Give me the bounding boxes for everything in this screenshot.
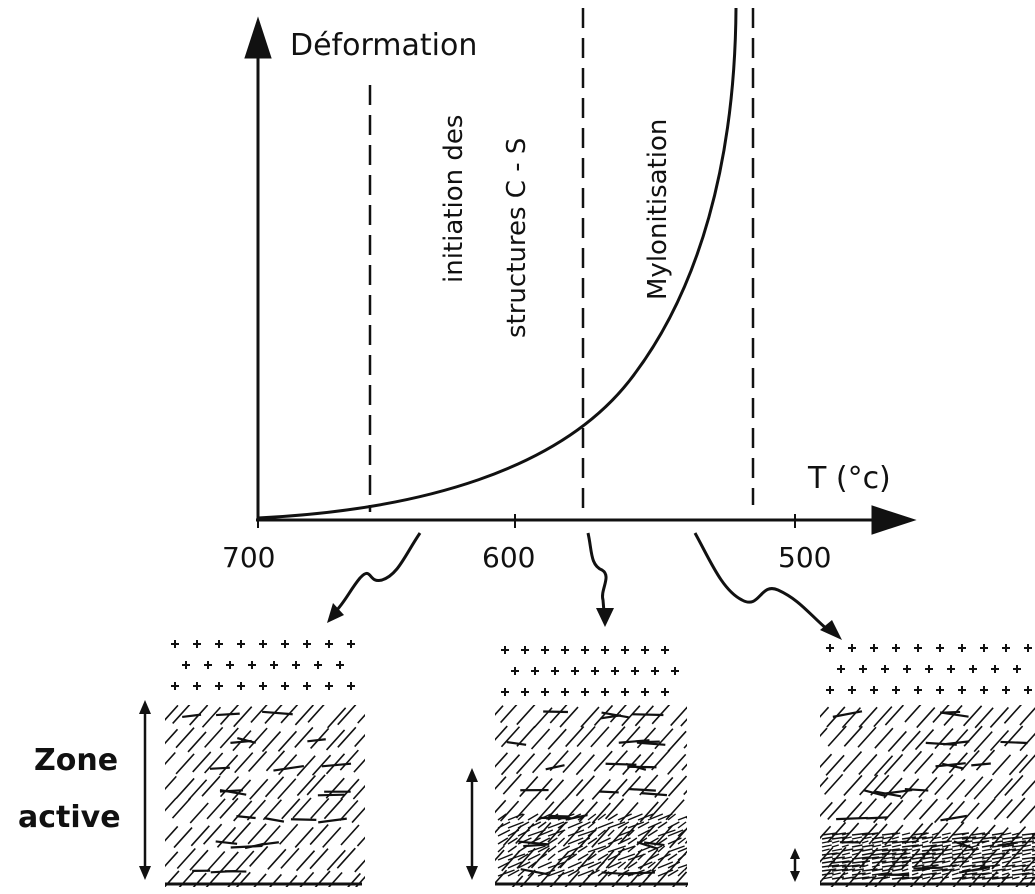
- granite-crosses: [501, 646, 679, 696]
- zone-label-mylonitisation: Mylonitisation: [643, 119, 673, 300]
- x-tick-label-600: 600: [482, 541, 535, 574]
- thickness-arrow-panel-3-bottom: [790, 871, 800, 882]
- x-tick-label-500: 500: [778, 541, 831, 574]
- y-axis-label: Déformation: [290, 28, 477, 63]
- arrow-to-panel-1: [335, 533, 420, 612]
- arrow-to-panel-2: [588, 533, 606, 612]
- thickness-arrow-panel-2-bottom: [466, 866, 478, 880]
- granite-crosses: [171, 640, 355, 690]
- granite-crosses: [826, 644, 1032, 694]
- panel-mid-temperature: [485, 646, 704, 889]
- foliation-pattern: [157, 702, 375, 889]
- thickness-arrow-panel-1-bottom: [139, 866, 151, 880]
- x-axis-label: T (°c): [807, 461, 891, 496]
- axes: [245, 18, 915, 534]
- arrowhead-2: [596, 608, 614, 627]
- transition-arrowheads: [327, 603, 842, 640]
- foliation-pattern: [809, 702, 1035, 889]
- zone-label-initiation-1: initiation des: [439, 115, 469, 283]
- thickness-arrow-panel-2-top: [466, 768, 478, 782]
- thickness-arrow-panel-3-top: [790, 848, 800, 859]
- panel-high-temperature: [157, 640, 375, 889]
- side-label-active: active: [18, 800, 121, 835]
- panel-low-temperature: [809, 644, 1035, 889]
- x-tick-label-700: 700: [222, 541, 275, 574]
- zone-label-initiation-2: structures C - S: [502, 138, 532, 338]
- side-label-zone: Zone: [34, 743, 118, 778]
- thickness-arrow-panel-1-top: [139, 700, 151, 714]
- y-axis-arrowhead: [245, 18, 271, 58]
- x-axis-arrowhead: [872, 506, 915, 534]
- foliation-pattern: [485, 702, 704, 889]
- arrowhead-3: [820, 620, 842, 640]
- transition-arrows: [335, 533, 828, 630]
